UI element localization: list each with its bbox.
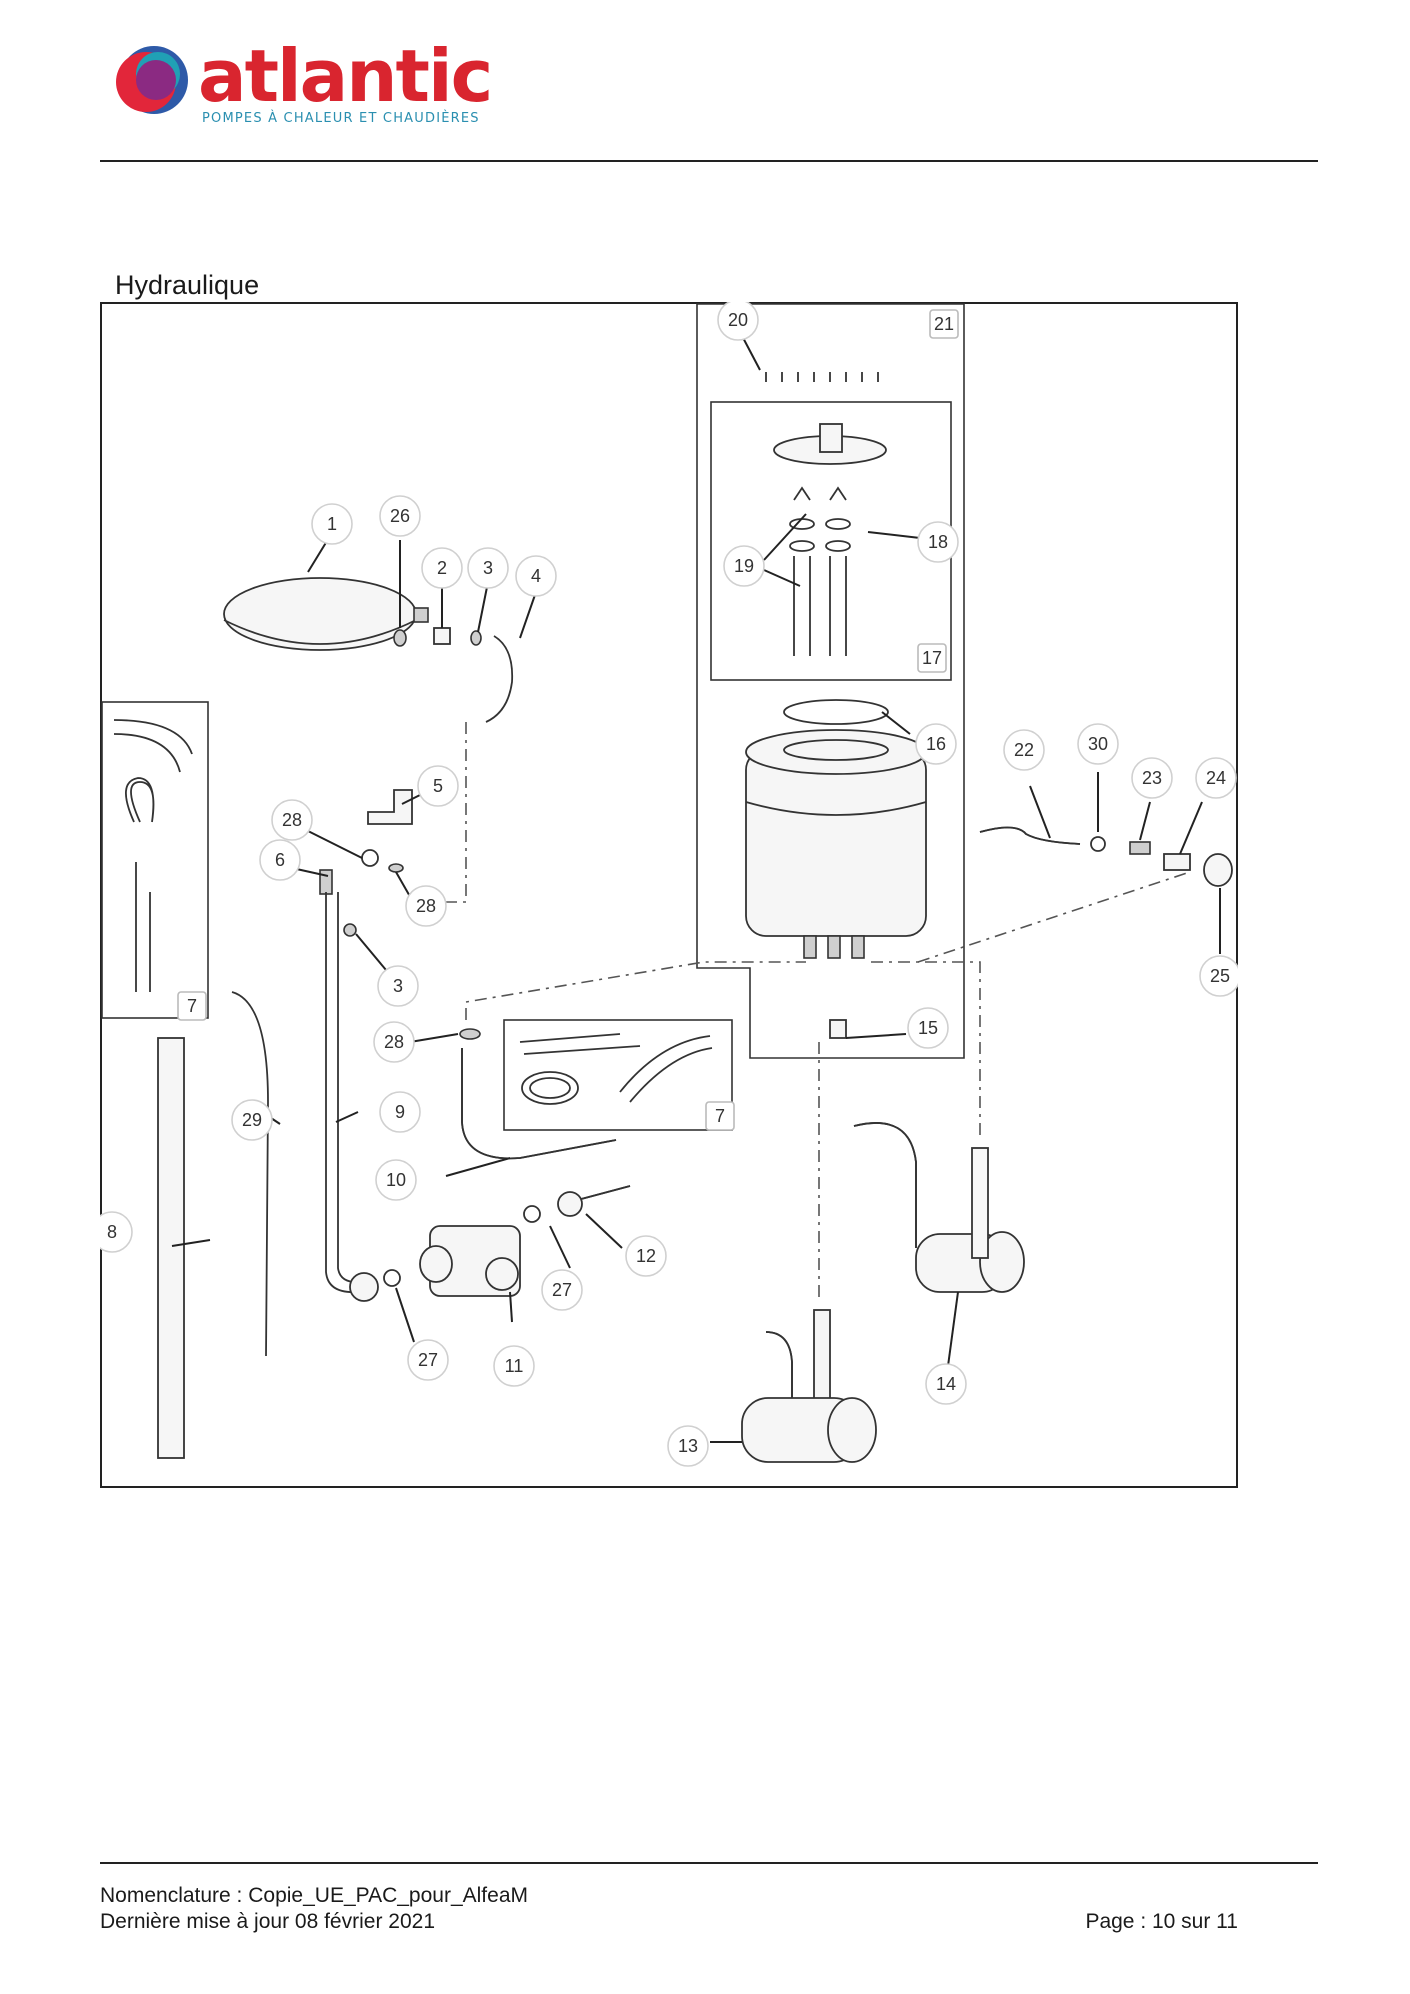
callout-label-c28b: 28 — [416, 896, 436, 916]
callout-label-c20: 20 — [728, 310, 748, 330]
callout-c22: 22 — [1003, 729, 1045, 771]
callout-label-c28a: 28 — [282, 810, 302, 830]
callout-label-c23: 23 — [1142, 768, 1162, 788]
callout-label-c25: 25 — [1210, 966, 1230, 986]
callout-label-c27b: 27 — [418, 1350, 438, 1370]
callout-c18: 18 — [917, 521, 959, 563]
callout-label-c14: 14 — [936, 1374, 956, 1394]
callout-c4: 4 — [515, 555, 557, 597]
callout-c1: 1 — [311, 503, 353, 545]
callout-label-c8: 8 — [107, 1222, 117, 1242]
callout-label-c16: 16 — [926, 734, 946, 754]
callout-c27b: 27 — [407, 1339, 449, 1381]
callout-label-c27a: 27 — [552, 1280, 572, 1300]
callout-c7b: 7 — [705, 1101, 735, 1131]
callout-c23: 23 — [1131, 757, 1173, 799]
inset-frame-7-left — [101, 701, 209, 1019]
atlantic-logo-mark-icon — [116, 46, 188, 114]
callout-label-c26: 26 — [390, 506, 410, 526]
footer-rule — [100, 1862, 1318, 1864]
callout-c29: 29 — [231, 1099, 273, 1141]
callout-c3b: 3 — [377, 965, 419, 1007]
screws-20 — [765, 372, 879, 382]
callout-c11: 11 — [493, 1345, 535, 1387]
callout-c28a: 28 — [271, 799, 313, 841]
brand-tagline: POMPES À CHALEUR ET CHAUDIÈRES — [202, 111, 480, 126]
callout-c16: 16 — [915, 723, 957, 765]
callout-c3a: 3 — [467, 547, 509, 589]
callout-label-c10: 10 — [386, 1170, 406, 1190]
callout-label-c3a: 3 — [483, 558, 493, 578]
callout-label-c30: 30 — [1088, 734, 1108, 754]
resistance-frame — [696, 303, 965, 1059]
footer-page-number: Page : 10 sur 11 — [1085, 1910, 1238, 1933]
footer-updated: Dernière mise à jour 08 février 2021 — [100, 1910, 435, 1933]
header-rule — [100, 160, 1318, 162]
callout-c28b: 28 — [405, 885, 447, 927]
callout-label-c2: 2 — [437, 558, 447, 578]
callout-c17: 17 — [917, 643, 947, 673]
callout-c7a: 7 — [177, 991, 207, 1021]
callout-c15: 15 — [907, 1007, 949, 1049]
callout-label-c15: 15 — [918, 1018, 938, 1038]
callout-c14: 14 — [925, 1363, 967, 1405]
callout-label-c22: 22 — [1014, 740, 1034, 760]
callout-label-c3b: 3 — [393, 976, 403, 996]
callout-c19: 19 — [723, 545, 765, 587]
callout-c13: 13 — [667, 1425, 709, 1467]
callout-c28c: 28 — [373, 1021, 415, 1063]
callout-c8: 8 — [100, 1211, 133, 1253]
callout-label-c1: 1 — [327, 514, 337, 534]
callout-label-c18: 18 — [928, 532, 948, 552]
callout-label-c29: 29 — [242, 1110, 262, 1130]
callout-label-c11: 11 — [505, 1356, 524, 1376]
callout-label-c7b: 7 — [715, 1106, 725, 1126]
callout-label-c12: 12 — [636, 1246, 656, 1266]
callout-label-c9: 9 — [395, 1102, 405, 1122]
callout-c26: 26 — [379, 495, 421, 537]
brand-logo: atlantic POMPES À CHALEUR ET CHAUDIÈRES — [112, 34, 493, 132]
callout-c9: 9 — [379, 1091, 421, 1133]
callout-label-c19: 19 — [734, 556, 754, 576]
brand-name: atlantic — [198, 34, 493, 118]
callout-c27a: 27 — [541, 1269, 583, 1311]
callout-c5: 5 — [417, 765, 459, 807]
callout-c6: 6 — [259, 839, 301, 881]
callout-label-c13: 13 — [678, 1436, 698, 1456]
callout-c24: 24 — [1195, 757, 1237, 799]
callout-label-c24: 24 — [1206, 768, 1226, 788]
callout-c30: 30 — [1077, 723, 1119, 765]
inset-frame-7-middle — [503, 1019, 733, 1131]
callout-label-c21: 21 — [934, 314, 954, 334]
footer-nomenclature: Nomenclature : Copie_UE_PAC_pour_AlfeaM — [100, 1884, 528, 1907]
callout-c10: 10 — [375, 1159, 417, 1201]
callout-label-c6: 6 — [275, 850, 285, 870]
callout-label-c7a: 7 — [187, 996, 197, 1016]
section-title: Hydraulique — [115, 270, 260, 300]
callout-c25: 25 — [1199, 955, 1238, 997]
callout-c21: 21 — [929, 309, 959, 339]
callout-c2: 2 — [421, 547, 463, 589]
callout-c12: 12 — [625, 1235, 667, 1277]
callout-c20: 20 — [717, 302, 759, 341]
callout-label-c4: 4 — [531, 566, 541, 586]
callout-label-c17: 17 — [922, 648, 942, 668]
callout-label-c5: 5 — [433, 776, 443, 796]
callout-label-c28c: 28 — [384, 1032, 404, 1052]
